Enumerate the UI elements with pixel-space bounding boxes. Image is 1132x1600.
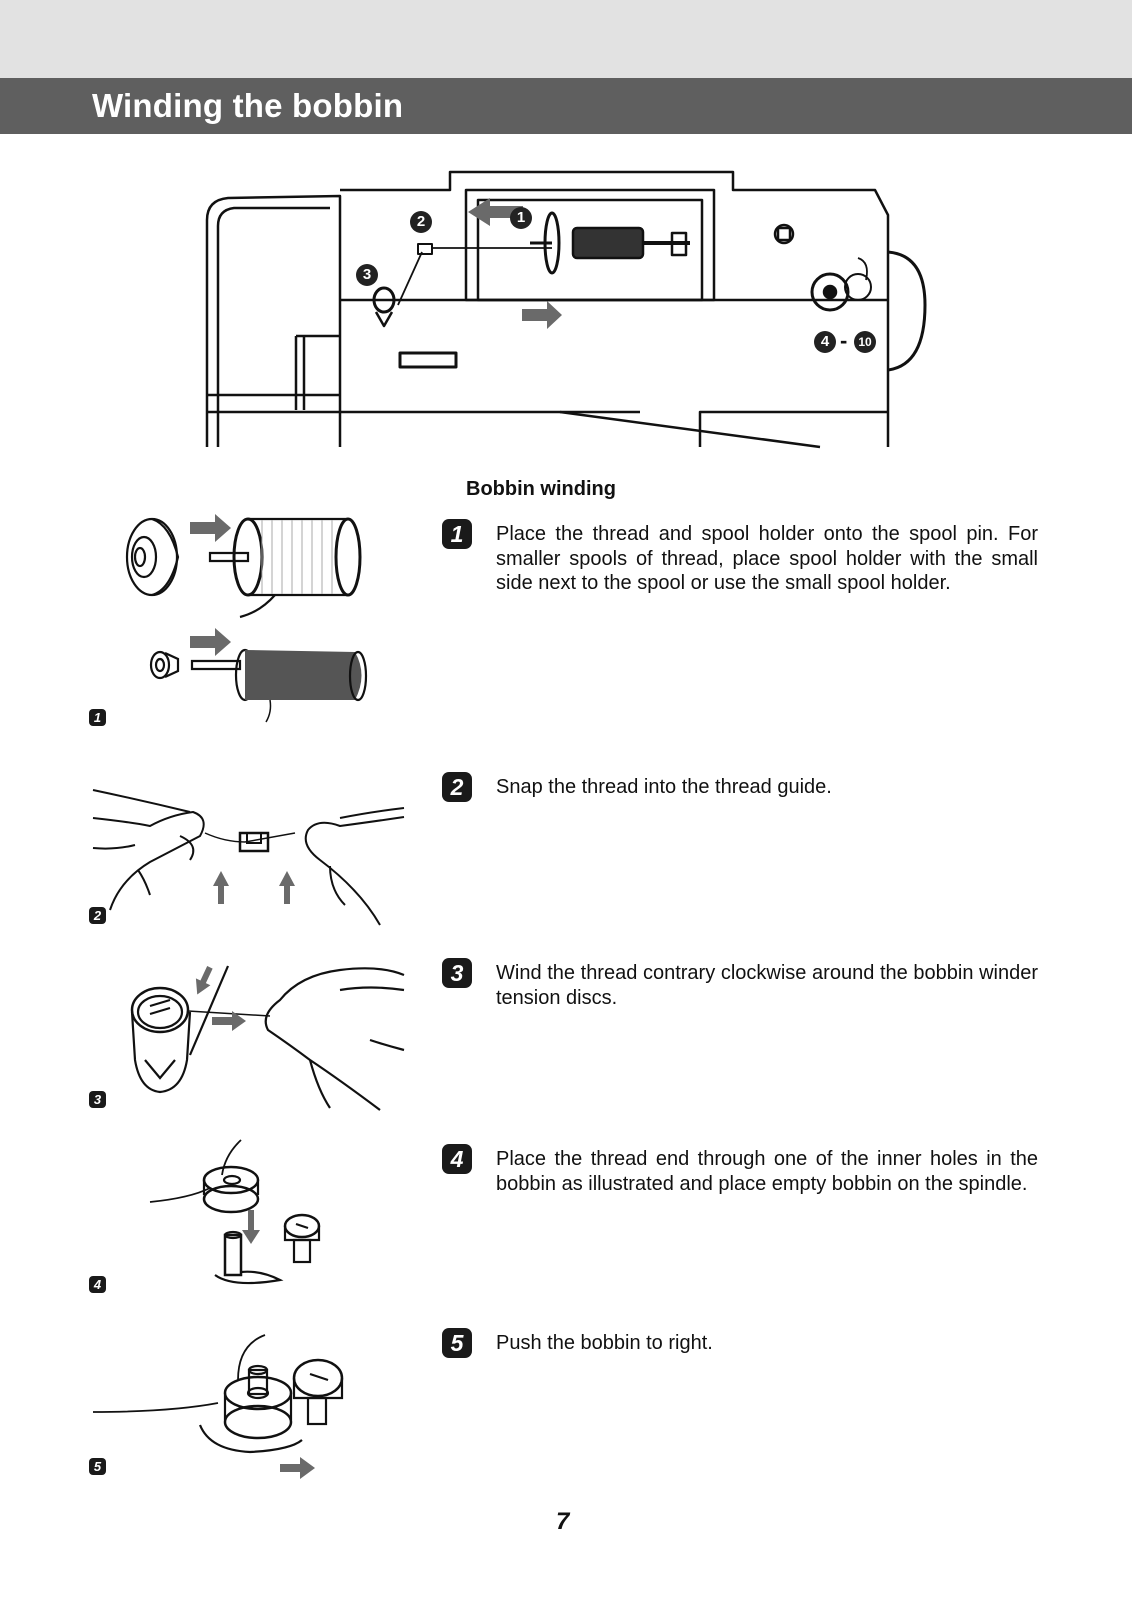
callout-4: 4: [814, 331, 836, 353]
callout-range-dash: -: [840, 328, 848, 353]
page-number: 7: [556, 1508, 570, 1535]
step-2-text: Snap the thread into the thread guide.: [496, 776, 832, 798]
step-4-text: Place the thread end through one of the …: [496, 1148, 1038, 1195]
step-3-text: Wind the thread contrary clockwise aroun…: [496, 962, 1038, 1009]
figure-2-label: 2: [89, 907, 106, 924]
section-title: Bobbin winding: [466, 478, 616, 500]
title-bar: Winding the bobbin: [0, 78, 1132, 134]
step-5-text: Push the bobbin to right.: [496, 1332, 713, 1354]
top-band: [0, 0, 1132, 78]
figure-1-label: 1: [89, 709, 106, 726]
step-5-badge: 5: [442, 1328, 472, 1358]
step-2-badge: 2: [442, 772, 472, 802]
figure-4-label: 4: [89, 1276, 106, 1293]
machine-top-illustration: [205, 170, 927, 449]
step-4-badge: 4: [442, 1144, 472, 1174]
step-3-badge: 3: [442, 958, 472, 988]
figure-5-label: 5: [89, 1458, 106, 1475]
callout-1: 1: [510, 207, 532, 229]
callout-3: 3: [356, 264, 378, 286]
step-1-text: Place the thread and spool holder onto t…: [496, 523, 1038, 594]
callout-10: 10: [854, 331, 876, 353]
step-1-badge: 1: [442, 519, 472, 549]
page-title: Winding the bobbin: [92, 87, 404, 124]
figure-3-label: 3: [89, 1091, 106, 1108]
callout-2: 2: [410, 211, 432, 233]
